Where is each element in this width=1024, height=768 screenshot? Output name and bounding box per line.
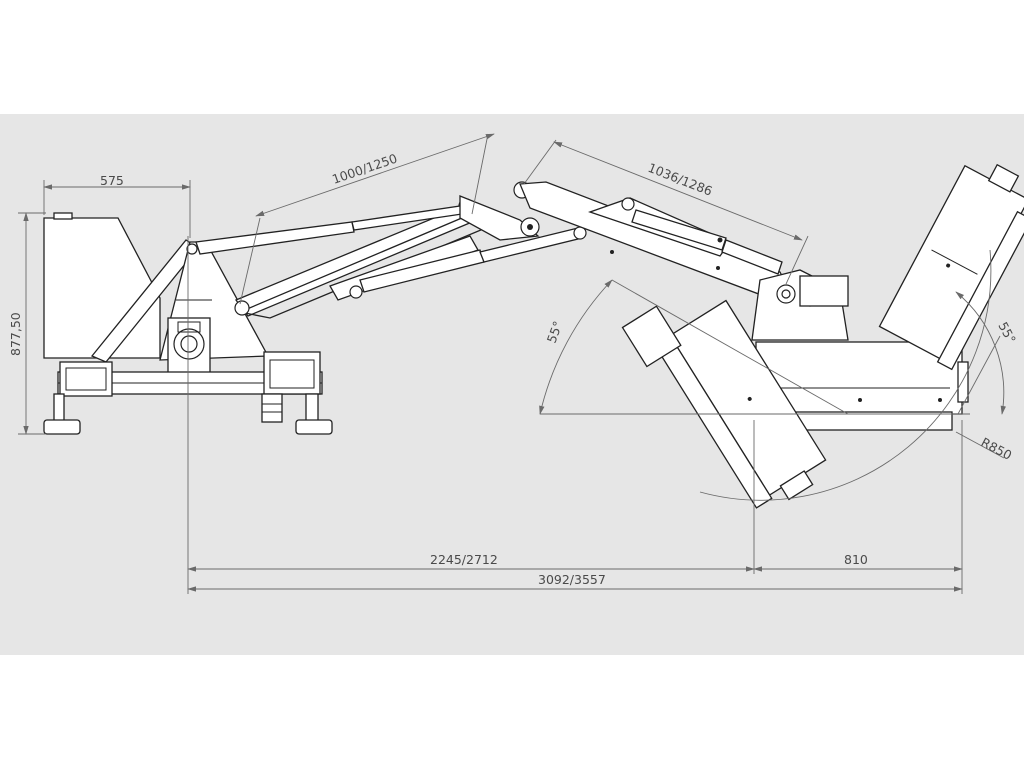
dim-877-50: 877,50 — [8, 312, 23, 356]
dim-810: 810 — [844, 552, 868, 567]
dim-3092-3557: 3092/3557 — [538, 572, 606, 587]
mower-head-tilted-down — [621, 299, 827, 509]
dim-2245-2712: 2245/2712 — [430, 552, 498, 567]
head-mount — [751, 269, 849, 341]
dim-1036-1286: 1036/1286 — [646, 160, 715, 199]
dim-r850: R850 — [979, 434, 1015, 463]
dim-575: 575 — [100, 173, 124, 188]
dim-angle-left: 55° — [544, 319, 566, 345]
dim-angle-right: 55° — [995, 319, 1019, 346]
dim-1000-1250: 1000/1250 — [330, 151, 399, 187]
dimensions — [18, 133, 1006, 594]
